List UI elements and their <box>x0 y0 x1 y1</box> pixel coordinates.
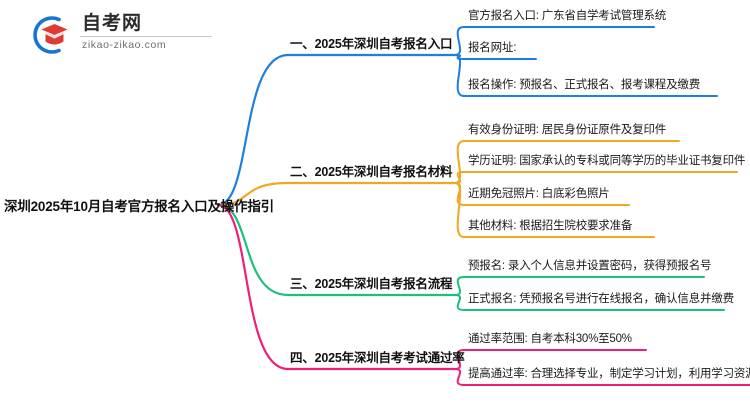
branch-node-label: 二、2025年深圳自考报名材料 <box>290 164 453 179</box>
leaf-node-4-2[interactable]: 提高通过率: 合理选择专业，制定学习计划，利用学习资源 <box>468 361 750 385</box>
leaf-node-2-1[interactable]: 有效身份证明: 居民身份证原件及复印件 <box>468 117 666 141</box>
logo-name: 自考网 <box>82 13 143 34</box>
leaf-node-2-3[interactable]: 近期免冠照片: 白底彩色照片 <box>468 181 610 205</box>
leaf-node-label: 学历证明: 国家承认的专科或同等学历的毕业证书复印件 <box>468 155 746 167</box>
branch-node-label: 四、2025年深圳自考考试通过率 <box>290 350 465 365</box>
leaf-node-1-1[interactable]: 官方报名入口: 广东省自学考试管理系统 <box>468 3 666 27</box>
leaf-connector <box>454 368 465 386</box>
leaf-node-2-2[interactable]: 学历证明: 国家承认的专科或同等学历的毕业证书复印件 <box>468 148 745 172</box>
leaf-connector <box>454 54 465 97</box>
branch-node-label: 三、2025年深圳自考报名流程 <box>290 276 453 291</box>
leaf-node-label: 其他材料: 根据招生院校要求准备 <box>468 220 633 232</box>
logo-mark-icon <box>33 16 68 54</box>
leaf-node-label: 正式报名: 凭预报名号进行在线报名，确认信息并缴费 <box>468 293 734 305</box>
branch-node-label: 一、2025年深圳自考报名入口 <box>290 36 453 51</box>
leaf-node-label: 近期免冠照片: 白底彩色照片 <box>468 188 610 200</box>
leaf-node-4-1[interactable]: 通过率范围: 自考本科30%至50% <box>468 326 632 350</box>
logo-url: zikao-zikao.com <box>82 39 167 51</box>
logo-divider <box>80 36 212 37</box>
leaf-node-2-4[interactable]: 其他材料: 根据招生院校要求准备 <box>468 213 632 237</box>
leaf-node-label: 报名网址: <box>468 42 517 54</box>
leaf-node-1-2[interactable]: 报名网址: <box>468 35 516 59</box>
leaf-node-label: 有效身份证明: 居民身份证原件及复印件 <box>468 124 667 136</box>
root-node-label: 深圳2025年10月自考官方报名入口及操作指引 <box>4 199 274 214</box>
leaf-node-label: 提高通过率: 合理选择专业，制定学习计划，利用学习资源 <box>468 368 750 380</box>
leaf-node-3-1[interactable]: 预报名: 录入个人信息并设置密码，获得预报名号 <box>468 253 711 277</box>
root-node[interactable]: 深圳2025年10月自考官方报名入口及操作指引 <box>4 190 274 220</box>
leaf-node-3-2[interactable]: 正式报名: 凭预报名号进行在线报名，确认信息并缴费 <box>468 286 734 310</box>
branch-connector <box>216 203 290 297</box>
logo-text: 自考网 zikao-zikao.com <box>80 12 216 52</box>
leaf-node-1-3[interactable]: 报名操作: 预报名、正式报名、报考课程及缴费 <box>468 72 700 96</box>
branch-node-1[interactable]: 一、2025年深圳自考报名入口 <box>290 29 453 55</box>
leaf-node-label: 预报名: 录入个人信息并设置密码，获得预报名号 <box>468 260 712 272</box>
leaf-connector <box>454 182 465 238</box>
leaf-connector <box>454 276 465 296</box>
leaf-connector <box>454 294 465 311</box>
leaf-node-label: 报名操作: 预报名、正式报名、报考课程及缴费 <box>468 79 700 91</box>
leaf-connector <box>454 140 465 184</box>
site-logo: 自考网 zikao-zikao.com <box>28 12 218 58</box>
leaf-connector <box>454 26 465 56</box>
branch-node-2[interactable]: 二、2025年深圳自考报名材料 <box>290 157 453 183</box>
branch-connector <box>216 53 290 207</box>
branch-connector <box>216 181 290 207</box>
branch-connector <box>216 203 290 371</box>
branch-node-3[interactable]: 三、2025年深圳自考报名流程 <box>290 269 453 295</box>
branch-node-4[interactable]: 四、2025年深圳自考考试通过率 <box>290 343 465 369</box>
leaf-node-label: 官方报名入口: 广东省自学考试管理系统 <box>468 10 667 22</box>
leaf-node-label: 通过率范围: 自考本科30%至50% <box>468 333 632 345</box>
